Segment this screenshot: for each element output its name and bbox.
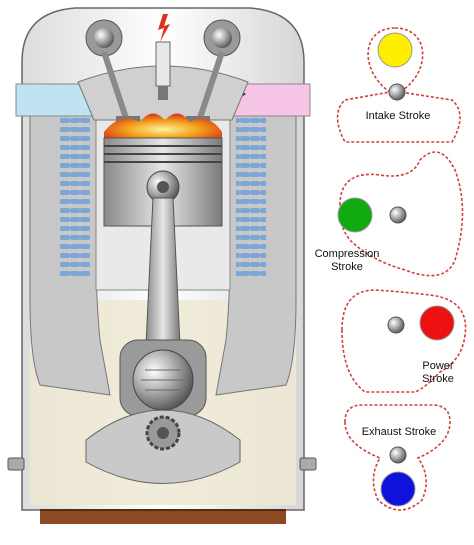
bolt-icon <box>299 457 317 471</box>
exhaust-stroke-label: Exhaust Stroke <box>361 426 437 438</box>
cam-compression <box>337 151 464 277</box>
intake-stroke-label: Intake Stroke <box>365 110 431 122</box>
power-stroke-label-line1: Power <box>422 360 454 372</box>
camshaft-icon <box>145 415 181 451</box>
cam-pivot-icon <box>387 316 405 334</box>
compression-stroke-dot <box>337 197 373 233</box>
cam-pivot-icon <box>389 206 407 224</box>
cam-pivot-icon <box>389 446 407 464</box>
cam-exhaust <box>344 404 451 511</box>
combustion-flame <box>104 113 222 140</box>
power-stroke-label-line2: Stroke <box>422 373 454 385</box>
exhaust-stroke-dot <box>380 471 416 507</box>
cam-intake <box>336 27 461 143</box>
compression-stroke-label-line2: Stroke <box>331 261 363 273</box>
cam-pivot-icon <box>388 83 406 101</box>
cooling-fins <box>60 118 266 278</box>
compression-stroke-label-line1: Compression <box>314 248 380 260</box>
spark-plug-icon <box>155 14 171 100</box>
bolt-icon <box>7 457 25 471</box>
intake-stroke-dot <box>377 32 413 68</box>
oil-pan-base <box>40 510 286 524</box>
cam-power <box>341 289 467 393</box>
power-stroke-dot <box>419 305 455 341</box>
